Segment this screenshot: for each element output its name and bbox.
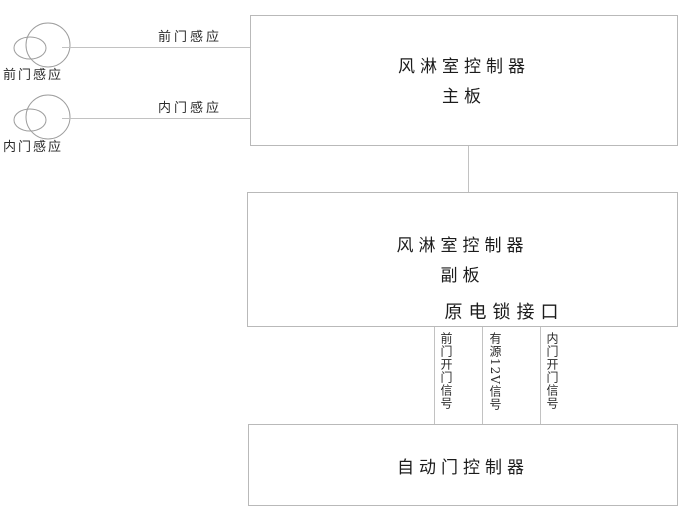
inner-door-open-signal-label: 内门开门信号	[545, 332, 559, 410]
main-board-title-line2: 主板	[442, 87, 486, 107]
front-door-sensor-wire	[62, 47, 251, 48]
powered-12v-signal-connector	[482, 327, 483, 424]
front-door-sensor-wire-label: 前门感应	[158, 30, 223, 45]
front-door-motion-sensor-icon	[8, 20, 80, 74]
inner-door-sensor-wire	[62, 118, 251, 119]
inner-door-open-signal-connector	[540, 327, 541, 424]
inner-door-sensor-label: 内门感应	[3, 140, 64, 155]
main-board-box: 风淋室控制器 主板	[250, 15, 678, 146]
automatic-door-controller-box: 自动门控制器	[248, 424, 678, 506]
front-door-open-signal-label: 前门开门信号	[439, 332, 453, 410]
original-electric-lock-interface-label: 原电锁接口	[444, 302, 565, 323]
front-door-sensor-label: 前门感应	[3, 68, 64, 83]
inner-door-motion-sensor-icon	[8, 92, 80, 146]
sub-board-title-line1: 风淋室控制器	[396, 236, 529, 256]
automatic-door-controller-title: 自动门控制器	[397, 458, 529, 478]
front-door-open-signal-connector	[434, 327, 435, 424]
inner-door-sensor-wire-label: 内门感应	[158, 101, 223, 116]
powered-12v-signal-text-b: 12V	[488, 358, 502, 385]
main-to-sub-board-connector	[468, 146, 469, 192]
powered-12v-signal-text-a: 有源	[488, 332, 502, 358]
main-board-title-line1: 风淋室控制器	[398, 57, 530, 77]
sub-board-title-line2: 副板	[440, 266, 485, 286]
powered-12v-signal-text-c: 信号	[488, 384, 502, 411]
powered-12v-signal-label: 有源12V信号	[488, 332, 502, 411]
sub-board-box: 风淋室控制器 副板 原电锁接口	[247, 192, 678, 327]
